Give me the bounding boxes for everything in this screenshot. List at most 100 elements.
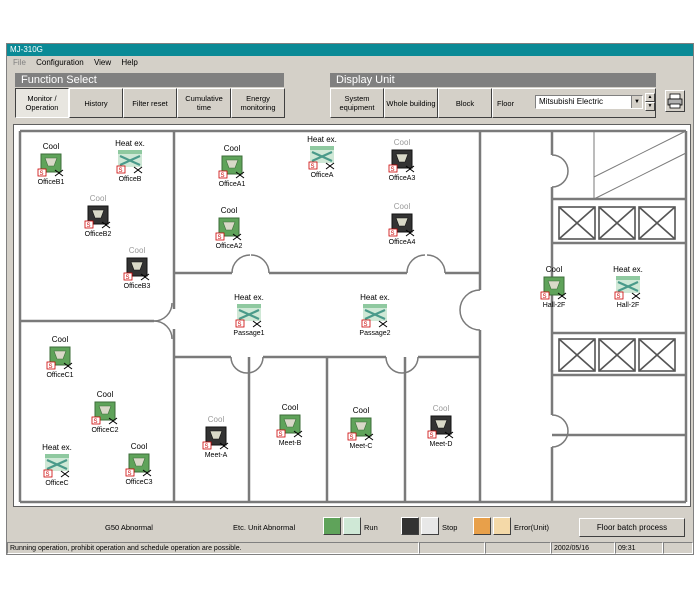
unit-name-label: OfficeA3 bbox=[388, 175, 416, 182]
unit-hall-2f[interactable]: Heat ex. S Hall-2F bbox=[598, 265, 658, 310]
unit-passage1[interactable]: Heat ex. S Passage1 bbox=[219, 293, 279, 338]
menu-configuration[interactable]: Configuration bbox=[36, 58, 84, 67]
unit-officea1[interactable]: Cool S OfficeA1 bbox=[202, 144, 262, 189]
svg-text:S: S bbox=[205, 444, 209, 450]
printer-icon[interactable] bbox=[665, 90, 685, 112]
stop-label: Stop bbox=[442, 523, 458, 532]
stop-heatex-icon bbox=[421, 517, 439, 535]
unit-mode-label: Heat ex. bbox=[307, 135, 337, 144]
heat-exchanger-icon[interactable]: S bbox=[292, 145, 352, 171]
unit-mode-label: Cool bbox=[432, 404, 450, 413]
svg-text:S: S bbox=[430, 433, 434, 439]
cool-unit-icon[interactable]: S bbox=[21, 152, 81, 178]
svg-text:S: S bbox=[119, 168, 123, 174]
floor-up-icon[interactable]: ▲ bbox=[645, 93, 655, 102]
cool-unit-icon[interactable]: S bbox=[331, 416, 391, 442]
cool-unit-icon[interactable]: S bbox=[107, 256, 167, 282]
chevron-down-icon[interactable]: ▼ bbox=[631, 96, 642, 108]
cumulative-time-button[interactable]: Cumulative time bbox=[177, 88, 231, 118]
unit-name-label: OfficeB bbox=[118, 176, 142, 183]
monitor-operation-button[interactable]: Monitor / Operation bbox=[15, 88, 69, 118]
svg-text:S: S bbox=[391, 231, 395, 237]
whole-building-button[interactable]: Whole building bbox=[384, 88, 438, 118]
unit-mode-label: Heat ex. bbox=[42, 443, 72, 452]
unit-passage2[interactable]: Heat ex. S Passage2 bbox=[345, 293, 405, 338]
function-select-heading: Function Select bbox=[15, 73, 284, 87]
status-cell-empty-1 bbox=[419, 542, 485, 554]
unit-officea[interactable]: Heat ex. S OfficeA bbox=[292, 135, 352, 180]
unit-name-label: OfficeC2 bbox=[91, 427, 119, 434]
unit-name-label: OfficeC1 bbox=[46, 372, 74, 379]
svg-text:S: S bbox=[221, 173, 225, 179]
history-button[interactable]: History bbox=[69, 88, 123, 118]
svg-text:S: S bbox=[40, 171, 44, 177]
unit-officea3[interactable]: Cool S OfficeA3 bbox=[372, 138, 432, 183]
cool-unit-icon[interactable]: S bbox=[372, 212, 432, 238]
unit-officeb2[interactable]: Cool S OfficeB2 bbox=[68, 194, 128, 239]
menu-view[interactable]: View bbox=[93, 58, 112, 67]
svg-text:S: S bbox=[46, 472, 50, 478]
energy-monitoring-button[interactable]: Energy monitoring bbox=[231, 88, 285, 118]
unit-meet-d[interactable]: Cool S Meet-D bbox=[411, 404, 471, 449]
unit-name-label: OfficeB1 bbox=[37, 179, 65, 186]
unit-name-label: Passage1 bbox=[233, 330, 265, 337]
unit-officeb1[interactable]: Cool S OfficeB1 bbox=[21, 142, 81, 187]
unit-officec3[interactable]: Cool S OfficeC3 bbox=[109, 442, 169, 487]
unit-mode-label: Cool bbox=[281, 403, 299, 412]
unit-name-label: Hall-2F bbox=[542, 302, 566, 309]
cool-unit-icon[interactable]: S bbox=[109, 452, 169, 478]
menu-file[interactable]: File bbox=[13, 58, 26, 67]
cool-unit-icon[interactable]: S bbox=[260, 413, 320, 439]
unit-mode-label: Cool bbox=[352, 406, 370, 415]
floor-plan-walls bbox=[18, 129, 688, 504]
run-heatex-icon bbox=[343, 517, 361, 535]
heat-exchanger-icon[interactable]: S bbox=[219, 303, 279, 329]
unit-mode-label: Cool bbox=[130, 442, 148, 451]
status-bar: Running operation, prohibit operation an… bbox=[7, 542, 693, 554]
unit-officec1[interactable]: Cool S OfficeC1 bbox=[30, 335, 90, 380]
cool-unit-icon[interactable]: S bbox=[186, 425, 246, 451]
unit-mode-label: Cool bbox=[128, 246, 146, 255]
menu-bar: File Configuration View Help bbox=[7, 56, 693, 69]
svg-text:S: S bbox=[350, 435, 354, 441]
cool-unit-icon[interactable]: S bbox=[411, 414, 471, 440]
cool-unit-icon[interactable]: S bbox=[202, 154, 262, 180]
unit-name-label: Meet-D bbox=[429, 441, 453, 448]
svg-text:S: S bbox=[87, 223, 91, 229]
unit-meet-a[interactable]: Cool S Meet-A bbox=[186, 415, 246, 460]
floor-select[interactable]: Mitsubishi Electric ▼ bbox=[535, 95, 643, 109]
cool-unit-icon[interactable]: S bbox=[372, 148, 432, 174]
cool-unit-icon[interactable]: S bbox=[68, 204, 128, 230]
heat-exchanger-icon[interactable]: S bbox=[345, 303, 405, 329]
filter-reset-button[interactable]: Filter reset bbox=[123, 88, 177, 118]
svg-text:S: S bbox=[279, 432, 283, 438]
unit-name-label: Meet-B bbox=[278, 440, 302, 447]
floor-batch-process-button[interactable]: Floor batch process bbox=[579, 518, 685, 537]
unit-officea2[interactable]: Cool S OfficeA2 bbox=[199, 206, 259, 251]
heat-exchanger-icon[interactable]: S bbox=[598, 275, 658, 301]
menu-help[interactable]: Help bbox=[121, 58, 138, 67]
display-unit-heading: Display Unit bbox=[330, 73, 656, 87]
unit-meet-c[interactable]: Cool S Meet-C bbox=[331, 406, 391, 451]
unit-officea4[interactable]: Cool S OfficeA4 bbox=[372, 202, 432, 247]
unit-name-label: OfficeC3 bbox=[125, 479, 153, 486]
unit-hall-2f[interactable]: Cool S Hall-2F bbox=[524, 265, 584, 310]
unit-officeb3[interactable]: Cool S OfficeB3 bbox=[107, 246, 167, 291]
unit-meet-b[interactable]: Cool S Meet-B bbox=[260, 403, 320, 448]
svg-text:S: S bbox=[128, 471, 132, 477]
unit-officeb[interactable]: Heat ex. S OfficeB bbox=[100, 139, 160, 184]
unit-officec2[interactable]: Cool S OfficeC2 bbox=[75, 390, 135, 435]
heat-exchanger-icon[interactable]: S bbox=[100, 149, 160, 175]
cool-unit-icon[interactable]: S bbox=[30, 345, 90, 371]
floor-down-icon[interactable]: ▼ bbox=[645, 102, 655, 111]
unit-mode-label: Heat ex. bbox=[115, 139, 145, 148]
unit-officec[interactable]: Heat ex. S OfficeC bbox=[27, 443, 87, 488]
error-cool-icon bbox=[473, 517, 491, 535]
cool-unit-icon[interactable]: S bbox=[75, 400, 135, 426]
cool-unit-icon[interactable]: S bbox=[524, 275, 584, 301]
stop-cool-icon bbox=[401, 517, 419, 535]
heat-exchanger-icon[interactable]: S bbox=[27, 453, 87, 479]
block-button[interactable]: Block bbox=[438, 88, 492, 118]
system-equipment-button[interactable]: System equipment bbox=[330, 88, 384, 118]
cool-unit-icon[interactable]: S bbox=[199, 216, 259, 242]
